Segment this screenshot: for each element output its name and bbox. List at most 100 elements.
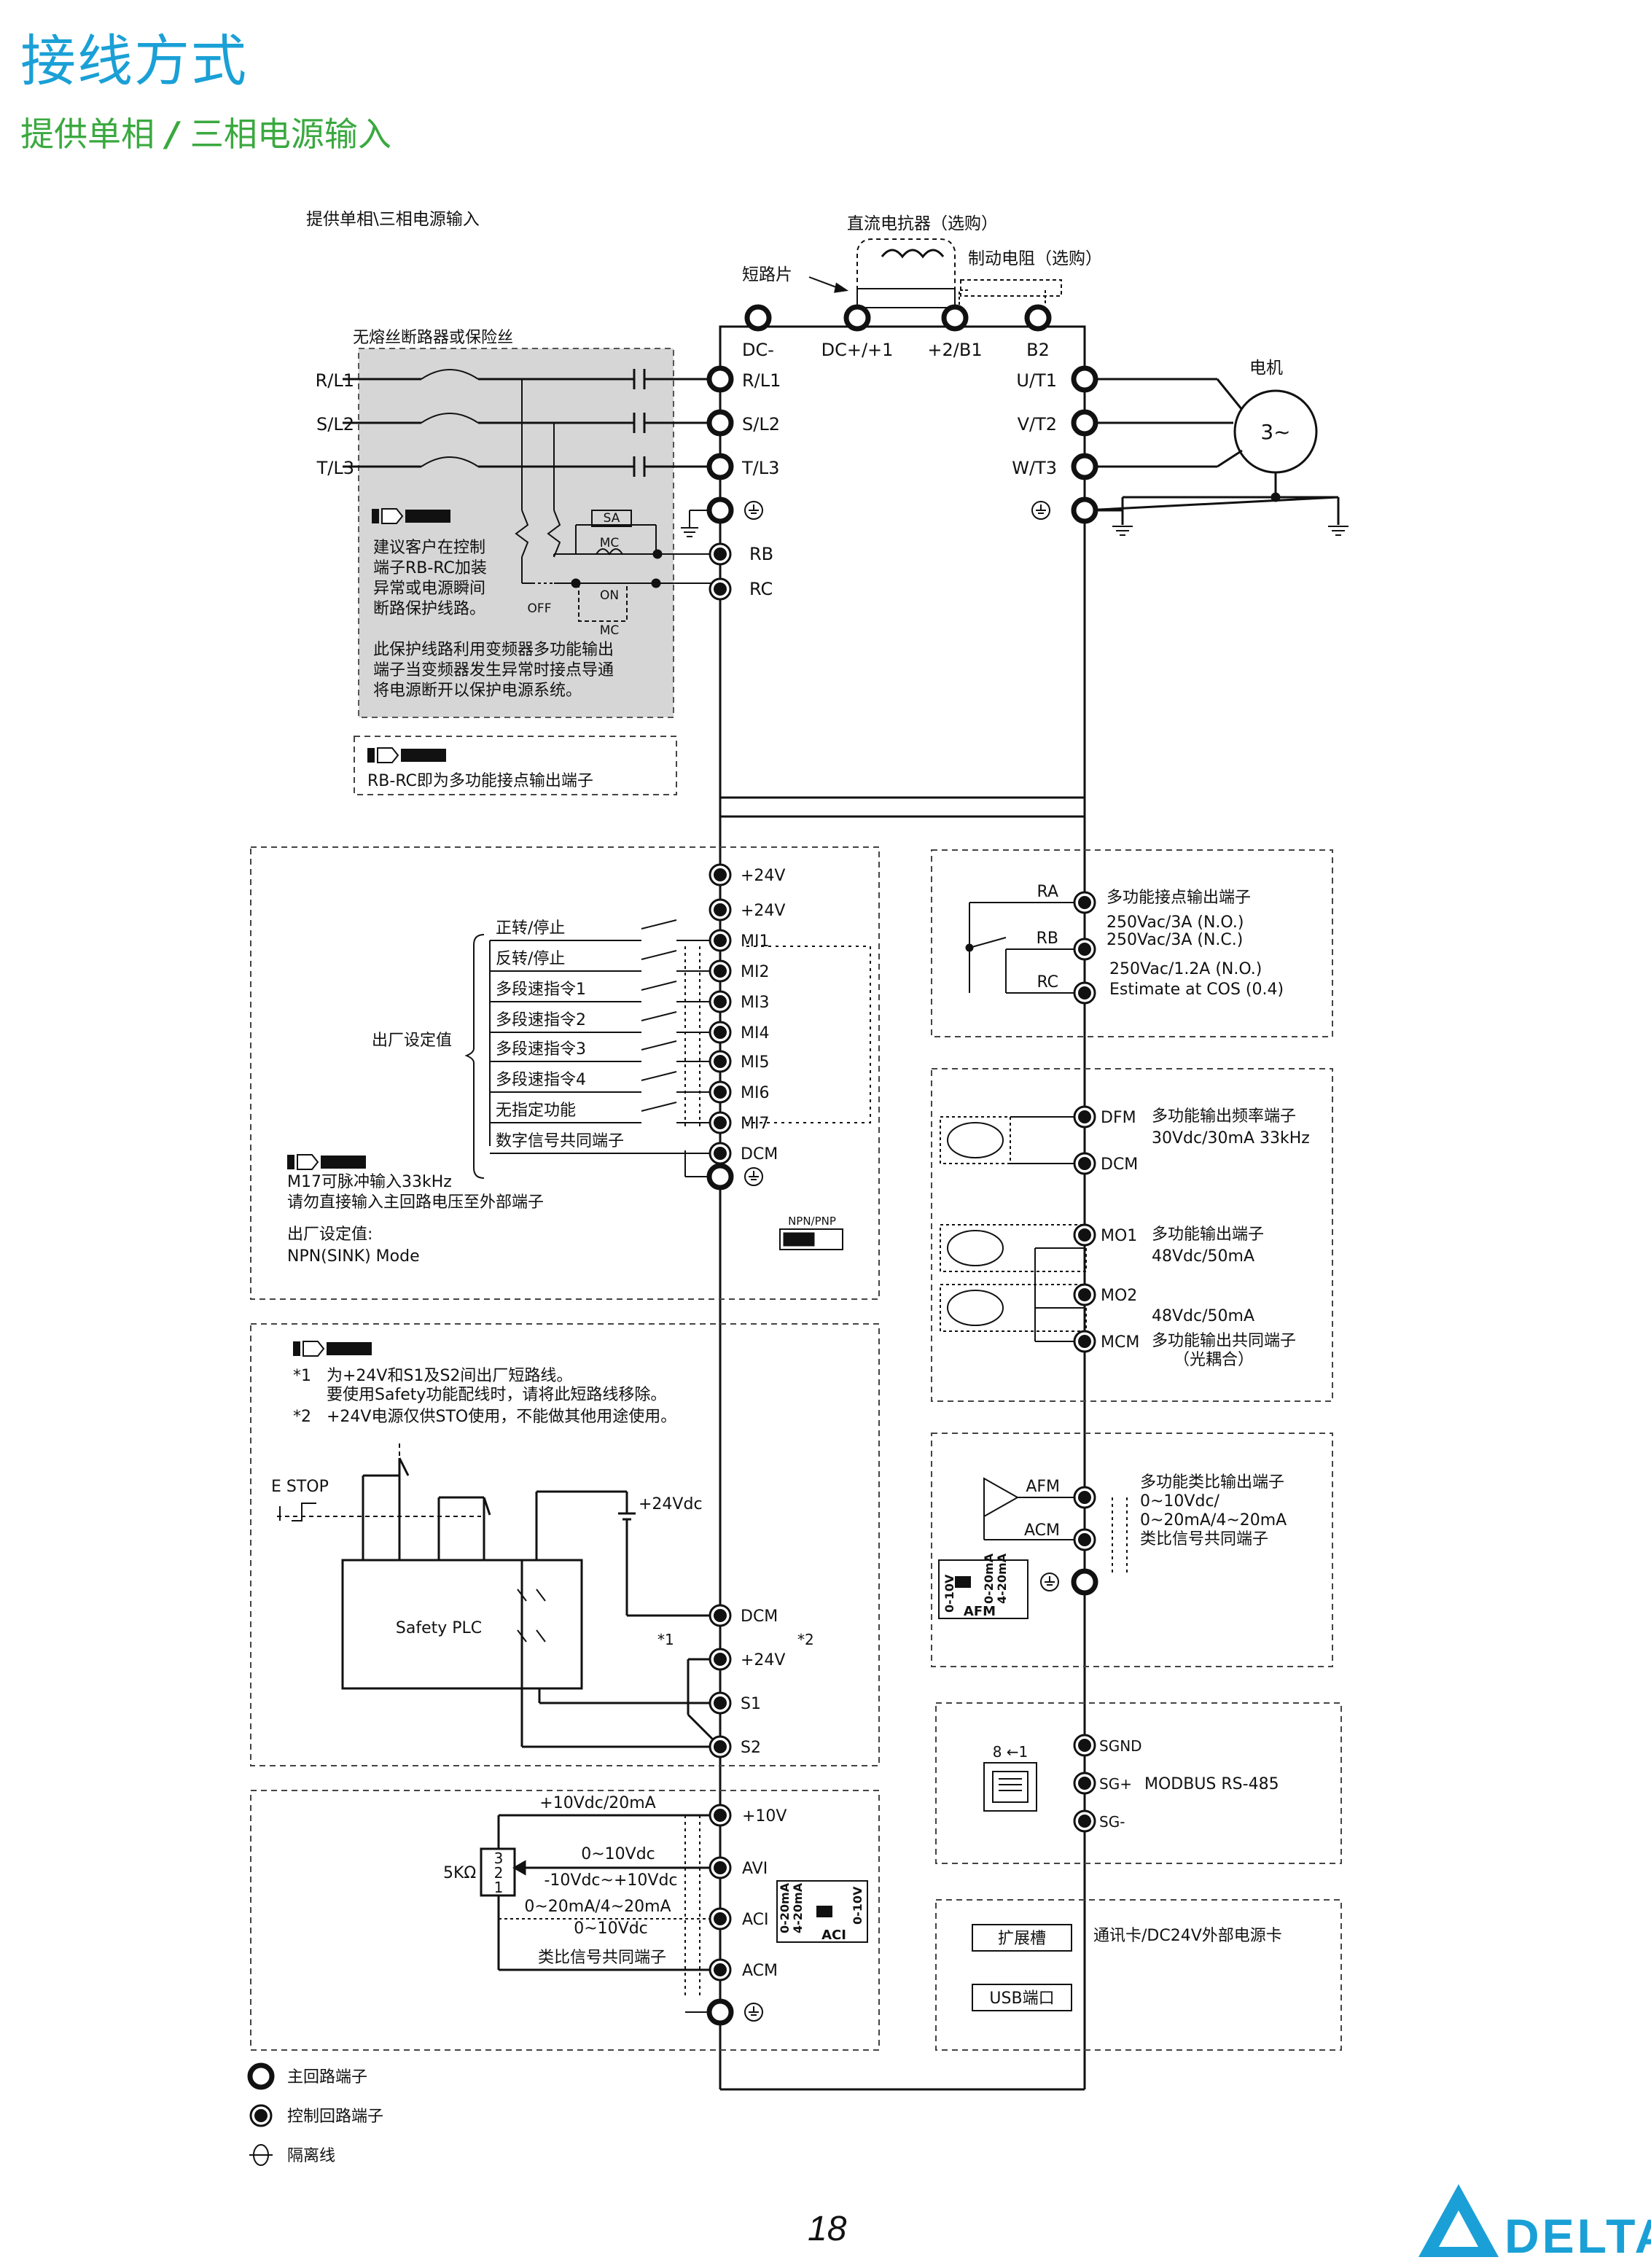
mi-func-0: 正转/停止 [496,919,565,938]
note1-line-1: 端子RB-RC加装 [373,559,487,577]
relay-terminal-1-dot [1078,943,1091,956]
out-terminal-ground [1071,496,1098,524]
rb-label: RB [749,544,773,564]
mi-switch-5 [641,1071,677,1081]
mi-switch-3 [641,1011,677,1021]
analog-terminal-3-dot [714,1963,727,1976]
comm-label-1: SG+ [1099,1775,1132,1793]
mi-switch-0 [641,919,677,930]
dout-label-1: DCM [1101,1156,1138,1174]
terminal-ground-afm [1071,1568,1098,1596]
terminal-+24v-0-dot [714,868,727,881]
relay-label-0: RA [1037,883,1058,901]
dc-label-0: DC- [742,340,774,360]
terminal-rb-dot [714,547,727,561]
v24dc-label: +24Vdc [639,1495,703,1513]
main-input-label-2: T/L3 [741,458,779,478]
acm-label: ACM [1024,1521,1060,1540]
dc-terminal-0 [744,304,772,332]
out-label-0: U/T1 [1016,370,1057,391]
safety-terminal-1-dot [714,1653,727,1666]
mi-switch-2 [641,981,677,991]
control-label-7: MI6 [741,1084,769,1102]
page-number: 18 [808,2210,847,2248]
analog-text-1: 0~10Vdc [581,1845,655,1863]
input-line-2: T/L3 [316,458,354,478]
dc-terminal-3 [1024,304,1052,332]
pot-pin-0: 3 [494,1850,504,1867]
brand-text: DELTA [1504,2209,1651,2263]
control-label-3: MI2 [741,963,769,981]
legend-ctl-terminal-dot [254,2109,268,2122]
dout-terminal-3-dot [1078,1288,1091,1301]
afm-terminal-dot [1078,1491,1091,1504]
terminal-ground-analog [706,1998,734,2026]
mcm-desc-1: （光耦合） [1174,1351,1254,1369]
safety-label-3: S2 [741,1739,761,1757]
short-plate-label: 短路片 [742,265,792,284]
diagram-heading: 提供单相\三相电源输入 [306,210,480,229]
terminal-mi5-6-dot [714,1055,727,1068]
subtitle-part-b: 三相电源输入 [190,114,391,154]
pot-pin-1: 2 [494,1864,504,1882]
safety-terminal-2-dot [714,1696,727,1710]
safety-star2: *2 [797,1631,814,1648]
control-label-4: MI3 [741,994,769,1012]
relay-label-2: RC [1037,973,1058,991]
main-terminal-R/L1 [706,365,734,393]
mi-func-6: 无指定功能 [496,1102,576,1120]
control-label-1: +24V [741,902,785,920]
terminal-mi4-5-dot [714,1026,727,1039]
analog-label-3: ACM [742,1962,778,1980]
note4-line-1: 要使用Safety功能配线时，请将此短路线移除。 [327,1386,666,1404]
analog-text-5: 类比信号共同端子 [538,1949,666,1967]
analog-terminal-2-dot [714,1912,727,1925]
afm-switch-2: 4-20mA [995,1553,1009,1604]
off-label: OFF [528,601,552,616]
note2-text: RB-RC即为多功能接点输出端子 [367,772,593,790]
note-icon-1 [372,508,450,524]
comm-terminal-0-dot [1078,1739,1091,1752]
note1-line-6: 端子当变频器发生异常时接点导通 [373,661,614,679]
afm-desc-3: 类比信号共同端子 [1140,1530,1268,1548]
breaker-label: 无熔丝断路器或保险丝 [353,329,513,347]
comm-terminal-1-dot [1078,1777,1091,1790]
acm-terminal-dot [1078,1533,1091,1546]
sa-label: SA [604,511,620,526]
factory-mode-0: 出厂设定值: [287,1225,372,1244]
analog-label-0: +10V [742,1807,787,1825]
out-label-1: V/T2 [1018,414,1057,434]
dc-terminal-2 [941,304,969,332]
note1-line-2: 异常或电源瞬间 [373,580,485,598]
reactor-label: 直流电抗器（选购） [847,214,998,233]
main-input-label-1: S/L2 [742,414,780,434]
afm-desc-0: 多功能类比输出端子 [1140,1473,1284,1492]
dc-label-2: +2/B1 [927,340,982,360]
modbus-label: MODBUS RS-485 [1144,1775,1279,1793]
ground-icon [744,501,763,520]
analog-label-1: AVI [742,1860,768,1878]
analog-terminal-0-dot [714,1809,727,1822]
page-title: 接线方式 [20,28,248,93]
rc-label: RC [749,579,773,599]
dout-terminal-1-dot [1078,1157,1091,1170]
note-icon-3 [287,1154,366,1170]
afm-label: AFM [1026,1478,1060,1496]
analog-terminal-1-dot [714,1861,727,1874]
relay-desc-0: 多功能接点输出端子 [1106,889,1251,907]
ext-slot-label: 扩展槽 [998,1930,1046,1948]
mo2-desc: 48Vdc/50mA [1152,1307,1254,1325]
terminal-mi1-2-dot [714,934,727,947]
note1-line-3: 断路保护线路。 [373,600,485,618]
mi-func-4: 多段速指令3 [496,1040,586,1059]
control-label-5: MI4 [741,1024,769,1043]
terminal-mi2-3-dot [714,965,727,978]
aci-switch-0: 0-20mA [778,1882,792,1933]
aci-switch-2: ACI [821,1928,846,1943]
ground-icon [1031,501,1050,520]
note1-line-0: 建议客户在控制 [373,539,485,557]
comm-terminal-2-dot [1078,1815,1091,1828]
dout-terminal-2-dot [1078,1228,1091,1242]
legend-isolation: 隔离线 [287,2147,335,2165]
subtitle-part-a: 提供单相 [20,114,155,154]
